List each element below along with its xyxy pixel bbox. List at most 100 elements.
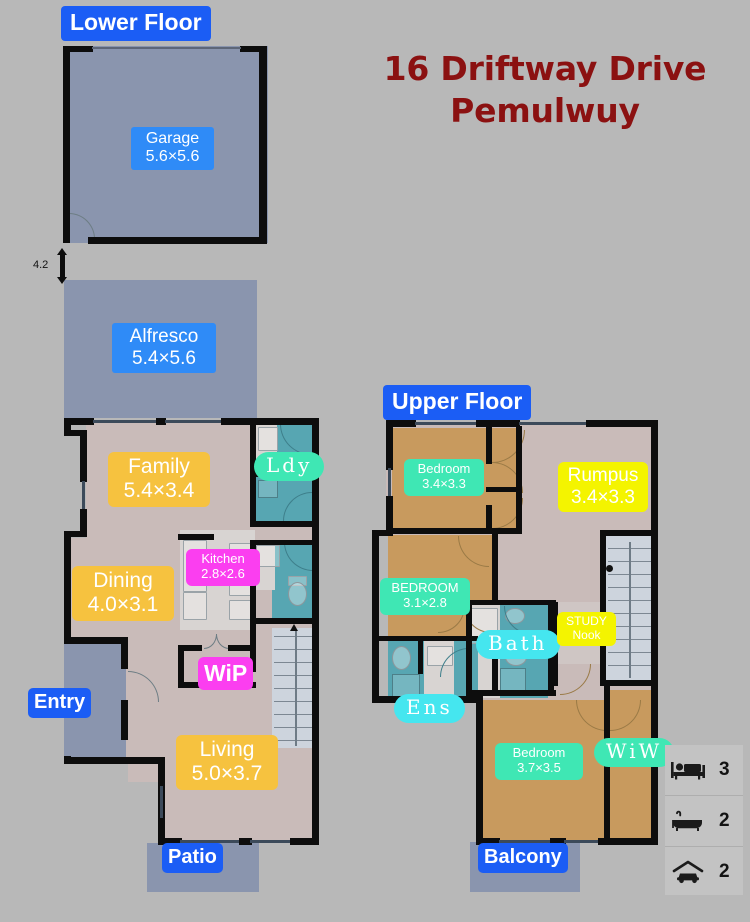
uf-wall-bath-left (466, 600, 472, 696)
upper-floor-badge: Upper Floor (383, 385, 532, 420)
ground-stair-rail (295, 630, 297, 746)
dimension-value: 4.2 (33, 259, 49, 271)
property-legend: 3 2 (665, 745, 743, 895)
uf-wall-left-1 (386, 420, 393, 470)
gf-wall-left-1 (64, 418, 71, 435)
carspace-count: 2 (719, 861, 730, 882)
uf-wall-bath-bottom (466, 690, 556, 696)
family-dim: 5.4×3.4 (123, 478, 195, 502)
gf-wall-entry-top (64, 637, 126, 644)
uf-wall-robe-a (486, 426, 492, 464)
dimension-arrow-down-icon (57, 277, 67, 284)
gf-wall-powder-bottom (250, 618, 317, 624)
gf-wall-wip-top-b (228, 645, 256, 651)
rumpus-dim: 3.4×3.3 (571, 486, 635, 508)
uf-wall-ens-divider (418, 640, 423, 674)
ground-floor-bottom-left-notch (66, 764, 128, 843)
garage-door-opening (92, 47, 241, 49)
study-name: STUDY (566, 614, 607, 628)
ensuite-toilet-icon (392, 646, 411, 670)
balcony-label: Balcony (478, 843, 568, 873)
bath-shower-icon (500, 668, 526, 694)
dining-name: Dining (93, 569, 153, 592)
gf-window-top-1 (93, 420, 157, 423)
uf-wall-bottom-1 (476, 838, 500, 845)
uf-window-bottom-1 (499, 840, 551, 843)
garage-wall-top-right (240, 46, 267, 52)
patio-label: Patio (162, 843, 223, 873)
gf-wall-entry-right-b (121, 700, 128, 740)
uf-wall-right (651, 420, 658, 845)
garage-label: Garage 5.6×5.6 (131, 127, 214, 171)
upper-stair-rail (629, 542, 631, 678)
bed-icon (665, 750, 711, 790)
kitchen-cabinet-icon (183, 592, 207, 620)
title-line-1: 16 Driftway Drive (383, 49, 707, 88)
uf-wall-top-3 (586, 420, 658, 427)
gf-wall-wip-left (178, 645, 184, 687)
gf-wall-left-4 (64, 531, 71, 643)
family-name: Family (128, 455, 190, 478)
kitchen-name: Kitchen (201, 551, 245, 566)
uf-wall-left-3 (372, 530, 379, 702)
gf-wall-left-step-a (64, 430, 86, 436)
uf-window-bottom-2 (564, 840, 600, 843)
uf-wall-left-2 (386, 496, 393, 532)
gf-wall-top-1 (64, 418, 94, 425)
gf-wall-left-3 (80, 509, 87, 537)
uf-wall-bottom-2 (550, 838, 566, 845)
bedroom1-name: Bedroom (512, 745, 566, 760)
gf-window-left-1 (82, 481, 85, 511)
kitchen-dim: 2.8×2.6 (201, 565, 245, 581)
uf-wall-stair-bottom (600, 680, 658, 686)
living-dim: 5.0×3.7 (191, 761, 263, 785)
bedroom2-label: Bedroom 3.4×3.3 (404, 459, 484, 496)
dining-dim: 4.0×3.1 (87, 592, 159, 616)
uf-wall-hall-right (492, 533, 498, 605)
alfresco-dim: 5.4×5.6 (132, 347, 196, 369)
dimension-bar (60, 253, 65, 279)
family-label: Family 5.4×3.4 (108, 452, 210, 507)
living-label: Living 5.0×3.7 (176, 735, 278, 790)
toilet-icon (288, 582, 307, 606)
uf-wall-bed2-right (516, 426, 522, 528)
bath-icon (665, 801, 711, 841)
gf-wall-laundry-bottom (250, 521, 317, 527)
wiw-label: WiW (594, 738, 675, 767)
garage-wall-bottom (88, 237, 267, 244)
study-nook-label: STUDY Nook (557, 612, 616, 647)
bath-label: Bath (476, 630, 560, 659)
uf-wall-bed2-bottom (388, 528, 522, 534)
uf-wall-stair-left (600, 530, 606, 685)
uf-wall-top-1 (386, 420, 416, 427)
alfresco-name: Alfresco (129, 326, 199, 347)
uf-window-top-2 (519, 422, 587, 425)
gf-wall-bottom-3 (290, 838, 319, 845)
legend-row-bedrooms: 3 (665, 745, 743, 796)
uf-wall-bath-divider (492, 630, 498, 696)
bedroom-count: 3 (719, 759, 730, 780)
uf-wall-robe-c (486, 505, 492, 533)
gf-wall-entry-right-a (121, 637, 128, 669)
dimension-arrow-up-icon (57, 248, 67, 255)
gf-wall-bottom-1 (158, 838, 182, 845)
uf-wall-left-step (372, 530, 393, 536)
gf-wall-entry-bottom (64, 757, 126, 764)
garage-name: Garage (145, 130, 200, 147)
legend-row-bathrooms: 2 (665, 796, 743, 847)
garage-wall-top-left (63, 46, 93, 52)
gf-window-bottom-1 (180, 840, 240, 843)
uf-window-left-1 (388, 468, 391, 498)
dining-label: Dining 4.0×3.1 (72, 566, 174, 621)
uf-wall-ens-top (374, 636, 478, 641)
alfresco-label: Alfresco 5.4×5.6 (112, 323, 216, 374)
uf-wall-top-2 (476, 420, 520, 427)
study-sub: Nook (572, 627, 601, 642)
bathroom-count: 2 (719, 810, 730, 831)
gf-wall-left-step-b (64, 531, 87, 537)
kitchen-label: Kitchen 2.8×2.6 (186, 549, 260, 586)
gf-wall-right (312, 418, 319, 845)
upper-stair-newel-icon (606, 565, 613, 572)
gf-wall-top-2 (156, 418, 166, 425)
